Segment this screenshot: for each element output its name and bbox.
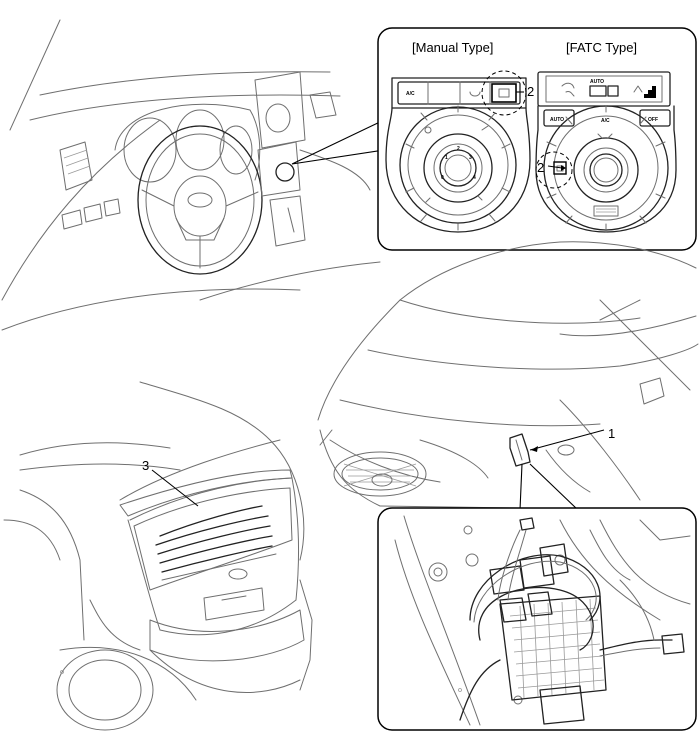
dial-number-0: 0: [441, 175, 444, 181]
connector-inset: [377, 507, 697, 731]
fatc-off-label: OFF: [648, 117, 658, 123]
dashboard-illustration: [1, 19, 381, 331]
control-panel-inset: AUTO: [377, 27, 697, 251]
callout-2-manual: 2: [527, 84, 534, 99]
fatc-type-title: [FATC Type]: [566, 40, 637, 55]
callout-2-fatc: 2: [537, 160, 544, 175]
dial-number-3: 3: [469, 155, 472, 161]
dial-number-4: 4: [473, 175, 476, 181]
rear-car-illustration: [3, 381, 313, 731]
manual-ac-label: A/C: [406, 91, 415, 97]
fatc-auto-button-label: AUTO: [550, 117, 564, 123]
fatc-ac-label: A/C: [601, 118, 610, 124]
callout-3-rear-glass: 3: [142, 458, 149, 473]
fatc-type-panel: AUTO: [535, 71, 677, 233]
dial-number-1: 1: [445, 155, 448, 161]
dial-number-2: 2: [457, 146, 460, 152]
front-car-illustration: [317, 241, 699, 509]
fatc-display-auto: AUTO: [590, 79, 604, 85]
manual-type-title: [Manual Type]: [412, 40, 493, 55]
manual-type-panel: [385, 70, 531, 233]
callout-1-connector: 1: [608, 426, 615, 441]
